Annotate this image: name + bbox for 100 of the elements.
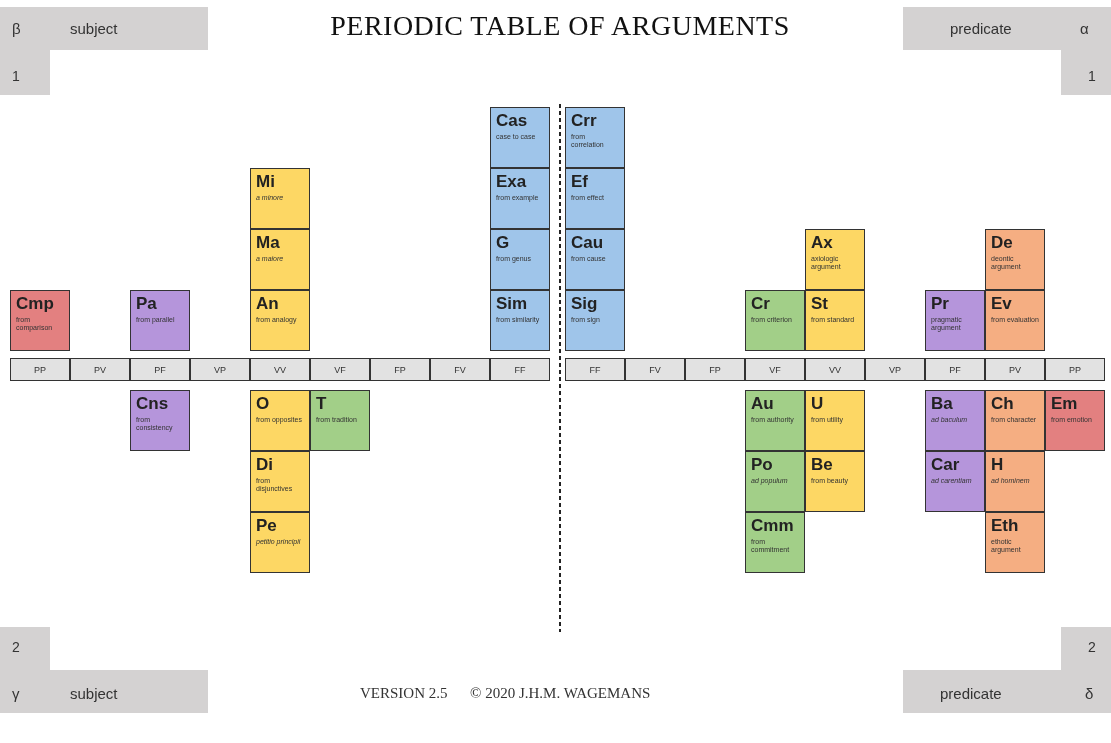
argument-symbol: H xyxy=(991,456,1004,474)
category-cell: FP xyxy=(370,358,430,381)
argument-tile xyxy=(250,512,310,573)
argument-symbol: U xyxy=(811,395,824,413)
argument-symbol: Au xyxy=(751,395,774,413)
argument-tile xyxy=(490,168,550,229)
argument-tile xyxy=(925,290,985,351)
corner-label: subject xyxy=(70,686,118,701)
argument-symbol: Ma xyxy=(256,234,280,252)
argument-tile xyxy=(250,390,310,451)
argument-symbol: Be xyxy=(811,456,833,474)
corner-label: subject xyxy=(70,21,118,36)
category-cell: FF xyxy=(490,358,550,381)
corner-label: 2 xyxy=(1088,640,1096,654)
argument-tile xyxy=(490,290,550,351)
argument-tile xyxy=(250,229,310,290)
argument-symbol: Sim xyxy=(496,295,528,313)
argument-tile xyxy=(985,229,1045,290)
argument-symbol: Ba xyxy=(931,395,953,413)
argument-symbol: Cmp xyxy=(16,295,54,313)
argument-tile xyxy=(805,229,865,290)
argument-tile xyxy=(310,390,370,451)
category-cell: VF xyxy=(310,358,370,381)
argument-symbol: Cr xyxy=(751,295,770,313)
corner-label: 1 xyxy=(1088,69,1096,83)
argument-symbol: Ax xyxy=(811,234,833,252)
category-cell: FV xyxy=(430,358,490,381)
argument-symbol: O xyxy=(256,395,270,413)
argument-tile xyxy=(565,229,625,290)
argument-tile xyxy=(985,451,1045,512)
argument-tile xyxy=(130,290,190,351)
argument-tile xyxy=(490,107,550,168)
argument-tile xyxy=(985,390,1045,451)
corner-label: predicate xyxy=(940,686,1002,701)
title: PERIODIC TABLE OF ARGUMENTS xyxy=(329,10,791,42)
argument-symbol: Cns xyxy=(136,395,169,413)
category-cell: VP xyxy=(865,358,925,381)
corner-label: γ xyxy=(12,686,20,701)
corner-label: VERSION 2.5 xyxy=(360,686,448,701)
argument-tile xyxy=(985,512,1045,573)
category-cell: PF xyxy=(130,358,190,381)
corner-label: 2 xyxy=(12,640,20,654)
argument-symbol: Pe xyxy=(256,517,277,535)
category-cell: VF xyxy=(745,358,805,381)
argument-symbol: Pa xyxy=(136,295,157,313)
argument-symbol: An xyxy=(256,295,279,313)
argument-tile xyxy=(1045,390,1105,451)
argument-symbol: Cas xyxy=(496,112,528,130)
argument-symbol: Car xyxy=(931,456,960,474)
argument-tile xyxy=(490,229,550,290)
argument-tile xyxy=(805,390,865,451)
argument-tile xyxy=(745,512,805,573)
corner-label: 1 xyxy=(12,69,20,83)
argument-tile xyxy=(565,290,625,351)
argument-symbol: Mi xyxy=(256,173,275,191)
corner-label: © 2020 J.H.M. WAGEMANS xyxy=(470,686,651,701)
argument-tile xyxy=(925,390,985,451)
category-cell: FF xyxy=(565,358,625,381)
argument-symbol: Ch xyxy=(991,395,1014,413)
argument-tile xyxy=(805,290,865,351)
argument-tile xyxy=(250,451,310,512)
corner-label: predicate xyxy=(950,21,1012,36)
corner-label: β xyxy=(12,21,21,36)
category-cell: FP xyxy=(685,358,745,381)
category-cell: VV xyxy=(805,358,865,381)
category-cell: PF xyxy=(925,358,985,381)
argument-tile xyxy=(805,451,865,512)
argument-tile xyxy=(745,451,805,512)
argument-tile xyxy=(250,168,310,229)
argument-tile xyxy=(985,290,1045,351)
argument-symbol: Di xyxy=(256,456,273,474)
category-cell: VV xyxy=(250,358,310,381)
argument-symbol: Ev xyxy=(991,295,1012,313)
corner-label: α xyxy=(1080,21,1089,36)
argument-symbol: Exa xyxy=(496,173,527,191)
argument-tile xyxy=(925,451,985,512)
argument-symbol: Crr xyxy=(571,112,597,130)
argument-tile xyxy=(10,290,70,351)
argument-tile xyxy=(745,290,805,351)
argument-symbol: Pr xyxy=(931,295,949,313)
category-cell: PV xyxy=(985,358,1045,381)
category-cell: PP xyxy=(1045,358,1105,381)
argument-symbol: Cmm xyxy=(751,517,794,535)
argument-symbol: St xyxy=(811,295,828,313)
argument-tile xyxy=(565,107,625,168)
argument-symbol: Sig xyxy=(571,295,598,313)
argument-symbol: De xyxy=(991,234,1013,252)
argument-tile xyxy=(745,390,805,451)
argument-tile xyxy=(250,290,310,351)
argument-tile xyxy=(130,390,190,451)
argument-tile xyxy=(565,168,625,229)
category-cell: VP xyxy=(190,358,250,381)
category-cell: PV xyxy=(70,358,130,381)
argument-symbol: Po xyxy=(751,456,773,474)
argument-symbol: Eth xyxy=(991,517,1019,535)
argument-symbol: Ef xyxy=(571,173,588,191)
category-cell: PP xyxy=(10,358,70,381)
argument-symbol: T xyxy=(316,395,327,413)
corner-label: δ xyxy=(1085,686,1094,701)
category-cell: FV xyxy=(625,358,685,381)
